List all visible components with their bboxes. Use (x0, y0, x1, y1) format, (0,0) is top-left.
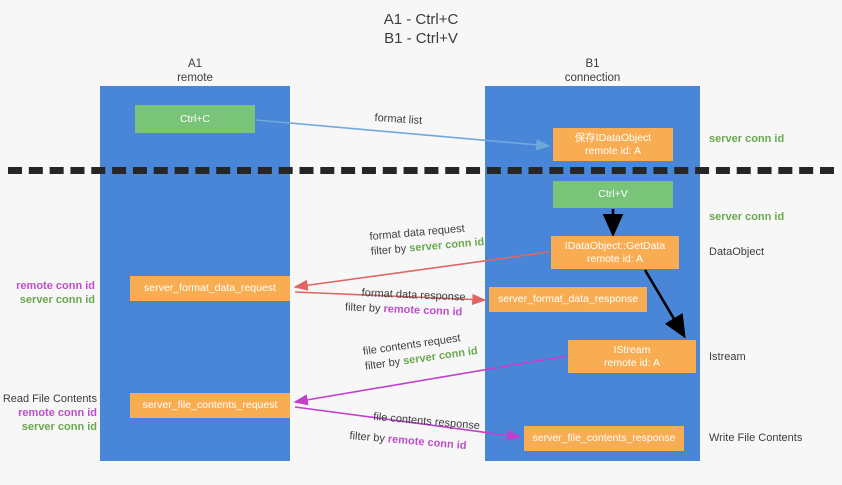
box-istream-sub: remote id: A (603, 356, 661, 369)
note-remote-conn-id-b: remote conn id (18, 407, 97, 419)
filter-value-remote-conn-id: remote conn id (383, 303, 463, 319)
edge-label-file-contents-response-line2: filter by remote conn id (349, 429, 479, 455)
note-write-file-contents: Write File Contents (709, 432, 803, 444)
box-server-format-data-response-label: server_format_data_response (497, 293, 639, 305)
edge-label-format-data-response: format data response filter by remote co… (337, 285, 466, 321)
box-server-file-contents-response[interactable]: server_file_contents_response (524, 426, 684, 451)
note-istream: Istream (709, 351, 746, 363)
filter-prefix: filter by (364, 355, 405, 373)
edge-label-format-data-request: format data request filter by server con… (369, 220, 485, 260)
edge-label-format-list: format list (374, 111, 423, 129)
box-save-idataobject-sub: remote id: A (584, 144, 642, 157)
edge-label-file-contents-response: file contents response filter by remote … (349, 408, 481, 455)
box-idataobject-getdata-sub: remote id: A (586, 252, 644, 265)
box-server-file-contents-request[interactable]: server_file_contents_request (130, 393, 290, 418)
note-remote-conn-id-a: remote conn id (16, 280, 95, 292)
box-save-idataobject-label: 保存IDataObject (574, 131, 652, 144)
page-title: A1 - Ctrl+C B1 - Ctrl+V (383, 11, 459, 47)
box-istream-label: IStream (613, 343, 651, 356)
box-ctrl-v-label: Ctrl+V (598, 188, 628, 200)
note-read-file-contents-group: Read File Contents remote conn id server… (0, 392, 97, 434)
box-save-idataobject[interactable]: 保存IDataObject remote id: A (553, 128, 673, 161)
note-server-conn-id-b: server conn id (21, 421, 97, 433)
filter-value-remote-conn-id: remote conn id (387, 433, 467, 453)
box-ctrl-c[interactable]: Ctrl+C (135, 105, 255, 133)
note-dataobject: DataObject (709, 246, 765, 258)
filter-prefix: filter by (349, 429, 389, 446)
filter-prefix: filter by (370, 242, 410, 258)
box-istream[interactable]: IStream remote id: A (568, 340, 696, 373)
edge-label-file-contents-request: file contents request filter by server c… (362, 329, 479, 375)
note-conn-ids-format: remote conn id server conn id (0, 279, 95, 307)
box-ctrl-c-label: Ctrl+C (179, 112, 211, 125)
note-read-file-contents: Read File Contents (2, 393, 97, 405)
column-header-a1: A1 remote (177, 58, 213, 84)
edge-label-format-list-text: format list (374, 111, 423, 127)
filter-prefix: filter by (344, 301, 384, 316)
box-server-format-data-request-label: server_format_data_request (144, 282, 276, 294)
dashed-divider (8, 167, 834, 174)
box-idataobject-getdata[interactable]: IDataObject::GetData remote id: A (551, 236, 679, 269)
note-server-conn-id-a: server conn id (19, 294, 95, 306)
note-server-conn-id-top: server conn id (709, 133, 785, 145)
box-server-format-data-response[interactable]: server_format_data_response (489, 287, 647, 312)
column-header-b1: B1 connection (564, 58, 621, 84)
box-server-format-data-request[interactable]: server_format_data_request (130, 276, 290, 301)
box-ctrl-v[interactable]: Ctrl+V (553, 181, 673, 208)
box-idataobject-getdata-label: IDataObject::GetData (564, 239, 666, 252)
note-server-conn-id-mid: server conn id (709, 211, 785, 223)
box-server-file-contents-request-label: server_file_contents_request (142, 399, 278, 411)
box-server-file-contents-response-label: server_file_contents_response (532, 432, 676, 444)
